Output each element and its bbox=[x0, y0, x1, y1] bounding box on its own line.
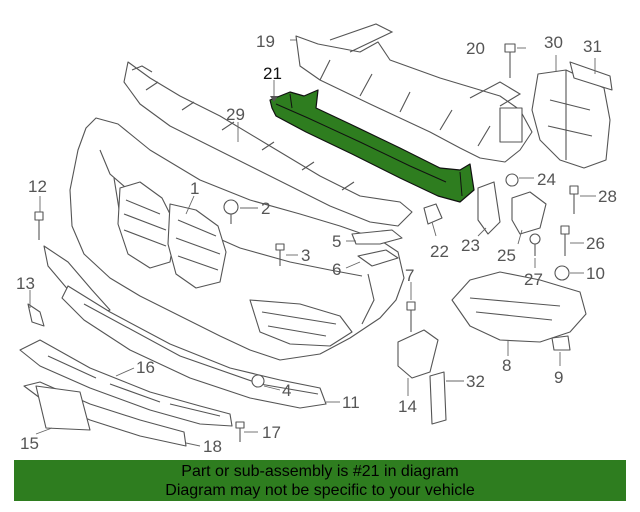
callout-12: 12 bbox=[28, 177, 47, 196]
callout-10: 10 bbox=[586, 264, 605, 283]
callout-23: 23 bbox=[461, 236, 480, 255]
callout-27: 27 bbox=[524, 270, 543, 289]
part-15-license-plate-base bbox=[35, 385, 91, 431]
part-1-bumper-cover bbox=[69, 117, 405, 361]
part-6-clip bbox=[357, 249, 399, 267]
callout-26: 26 bbox=[586, 234, 605, 253]
callout-28: 28 bbox=[598, 187, 617, 206]
part-29-absorber bbox=[123, 61, 413, 227]
callout-5: 5 bbox=[332, 232, 341, 251]
callout-24: 24 bbox=[537, 170, 556, 189]
part-22-clip bbox=[423, 203, 443, 225]
callout-20: 20 bbox=[466, 39, 485, 58]
part-8-bracket bbox=[451, 271, 587, 343]
part-14-bracket bbox=[397, 329, 439, 379]
fasteners bbox=[34, 43, 579, 442]
callout-7: 7 bbox=[405, 266, 414, 285]
part-19-carrier bbox=[295, 23, 533, 163]
callout-11: 11 bbox=[342, 393, 360, 412]
part-info-banner: Part or sub-assembly is #21 in diagram D… bbox=[14, 460, 626, 501]
part-5-clip bbox=[351, 229, 403, 245]
callout-6: 6 bbox=[332, 260, 341, 279]
callout-30: 30 bbox=[544, 33, 563, 52]
part-30-side-bracket bbox=[531, 61, 613, 169]
part-16-lower-grille bbox=[19, 339, 233, 427]
callout-3: 3 bbox=[301, 246, 310, 265]
banner-line-1: Part or sub-assembly is #21 in diagram bbox=[181, 463, 459, 480]
part-21-reinforcement-bar bbox=[269, 89, 475, 203]
callout-22: 22 bbox=[430, 242, 449, 261]
callout-31: 31 bbox=[583, 37, 602, 56]
callout-9: 9 bbox=[554, 368, 563, 387]
callout-32: 32 bbox=[466, 372, 485, 391]
callout-4: 4 bbox=[282, 381, 291, 400]
callout-25: 25 bbox=[497, 246, 516, 265]
callout-2: 2 bbox=[261, 199, 270, 218]
callout-18: 18 bbox=[203, 437, 222, 456]
part-32-reflector bbox=[429, 371, 447, 425]
part-23-bracket bbox=[477, 181, 501, 235]
callout-1: 1 bbox=[190, 179, 199, 198]
part-9-clip bbox=[551, 335, 571, 351]
callout-13: 13 bbox=[16, 274, 35, 293]
callout-8: 8 bbox=[502, 356, 511, 375]
callout-15: 15 bbox=[20, 434, 39, 453]
callout-21: 21 bbox=[263, 64, 282, 83]
callout-19: 19 bbox=[256, 32, 275, 51]
callout-14: 14 bbox=[398, 397, 417, 416]
callout-17: 17 bbox=[262, 423, 281, 442]
part-25-bracket bbox=[511, 191, 547, 235]
callout-16: 16 bbox=[136, 358, 155, 377]
callout-29: 29 bbox=[226, 105, 245, 124]
leader-lines bbox=[29, 39, 596, 447]
callout-labels: 19 20 30 31 21 29 12 1 2 3 5 6 7 13 22 2… bbox=[16, 32, 617, 456]
banner-line-2: Diagram may not be specific to your vehi… bbox=[165, 482, 475, 499]
